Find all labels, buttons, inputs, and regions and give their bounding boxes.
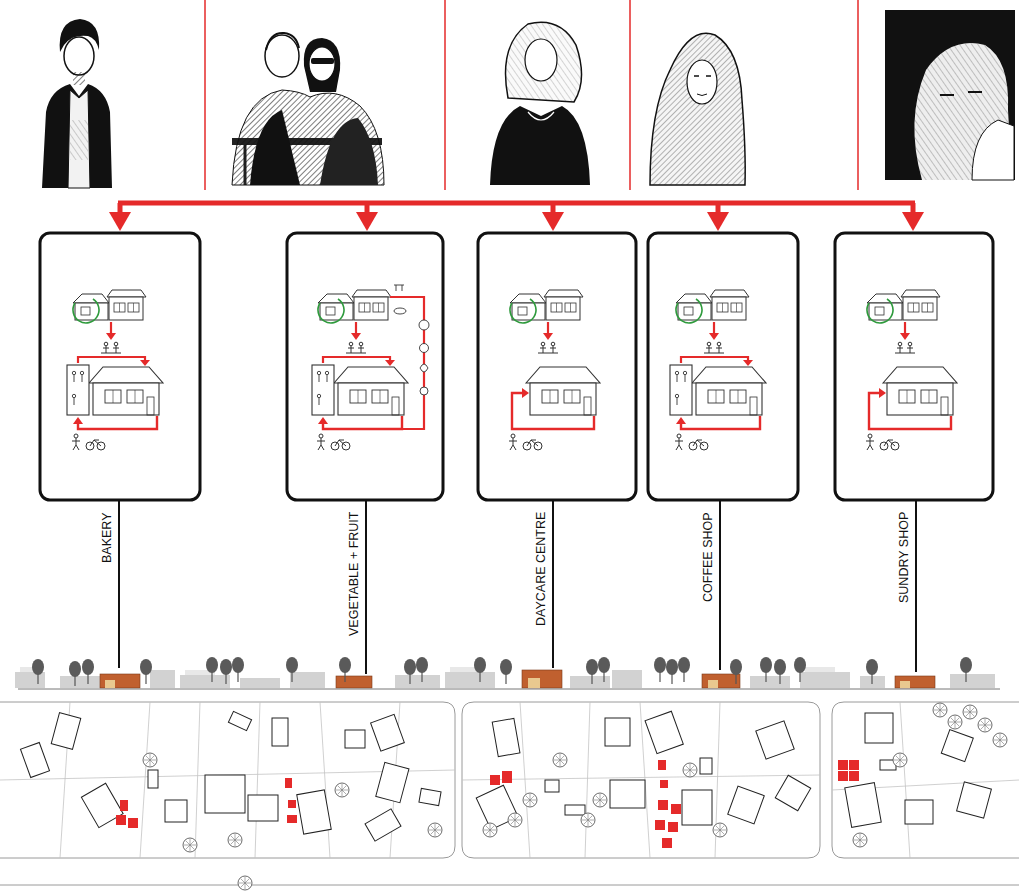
shop-label: VEGETABLE + FRUIT: [347, 512, 361, 636]
shop-unit: [116, 760, 859, 848]
scenario-box: [40, 233, 993, 500]
portrait-young-man: [42, 19, 112, 188]
leader-line: [119, 500, 916, 674]
red-arrowheads: [109, 212, 924, 231]
scenario-sketch: [67, 290, 163, 450]
plan-tree: [143, 703, 1007, 890]
portrait-elderly: [885, 10, 1015, 180]
scenario-sketch: [866, 290, 957, 450]
scenario-sketch: [312, 285, 429, 450]
portrait-couple: [232, 33, 384, 185]
scenario-sketch: [670, 290, 766, 450]
shop-label: BAKERY: [100, 513, 114, 564]
scenario-sketch: [509, 290, 600, 450]
portrait-headscarf: [650, 33, 745, 185]
red-connector: [118, 0, 915, 216]
streetscape: [15, 657, 1000, 689]
portrait-woman: [490, 22, 590, 185]
site-plan: [0, 702, 1019, 890]
shop-label: DAYCARE CENTRE: [534, 512, 548, 626]
shop-label: COFFEE SHOP: [701, 512, 715, 602]
shop-label: SUNDRY SHOP: [897, 512, 911, 603]
